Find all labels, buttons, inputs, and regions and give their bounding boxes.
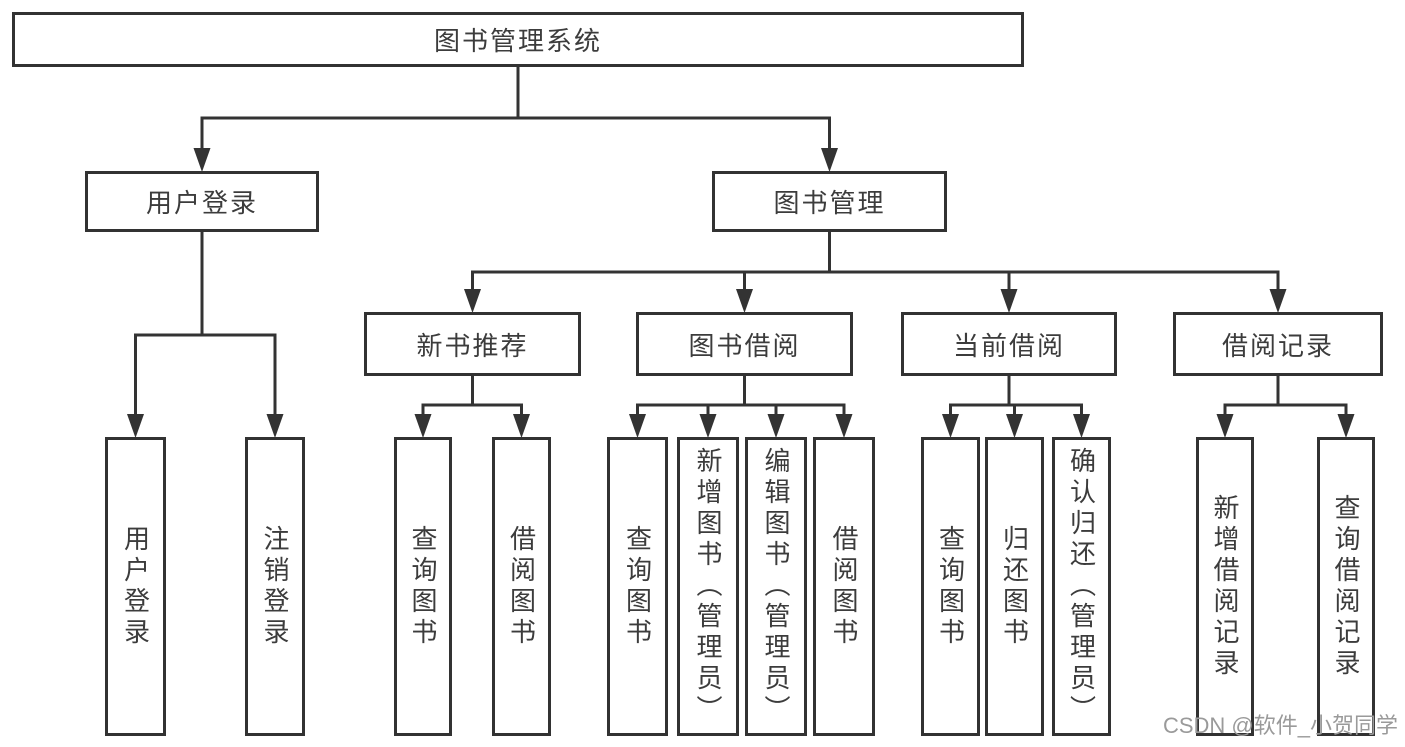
arrow-head xyxy=(629,414,646,438)
arrow-head xyxy=(821,148,838,172)
node-book-borrow-label: 图书借阅 xyxy=(688,330,801,361)
node-user-login-label: 用户登录 xyxy=(145,188,258,218)
node-v-query-borrow-record: 查询借阅记录 xyxy=(1317,437,1375,736)
arrow-head xyxy=(193,148,211,172)
node-v-add-borrow-record: 新增借阅记录 xyxy=(1196,437,1254,736)
arrow-head xyxy=(1216,414,1234,438)
arrow-head xyxy=(835,414,853,438)
node-v-borrow-book-rec-label: 借阅图书 xyxy=(506,524,537,649)
node-v-add-book-label: 新增图书（管理员） xyxy=(693,447,723,726)
node-current-borrow: 当前借阅 xyxy=(901,312,1117,376)
arrow-head xyxy=(1269,289,1287,313)
node-new-book-rec-label: 新书推荐 xyxy=(416,330,529,361)
node-book-mgmt: 图书管理 xyxy=(712,171,947,232)
arrow-head xyxy=(464,289,481,313)
arrow-head xyxy=(1337,414,1355,438)
node-user-login: 用户登录 xyxy=(85,171,319,232)
arrow-head xyxy=(1000,289,1018,313)
node-v-return-book: 归还图书 xyxy=(985,437,1044,736)
node-borrow-records: 借阅记录 xyxy=(1173,312,1383,376)
watermark: CSDN @软件_小贺同学 xyxy=(1162,713,1398,738)
arrow-head xyxy=(266,414,284,438)
node-v-edit-book: 编辑图书（管理员） xyxy=(745,437,807,736)
node-current-borrow-label: 当前借阅 xyxy=(952,330,1065,361)
node-root: 图书管理系统 xyxy=(12,12,1024,67)
node-v-user-login: 用户登录 xyxy=(105,437,166,736)
node-v-return-book-label: 归还图书 xyxy=(999,524,1030,649)
node-v-add-borrow-record-label: 新增借阅记录 xyxy=(1210,493,1240,680)
node-v-query-book-borrow: 查询图书 xyxy=(607,437,668,736)
node-v-user-login-label: 用户登录 xyxy=(120,524,151,649)
arrow-head xyxy=(1006,414,1023,438)
node-borrow-records-label: 借阅记录 xyxy=(1221,330,1334,361)
node-root-label: 图书管理系统 xyxy=(433,26,602,56)
node-new-book-rec: 新书推荐 xyxy=(364,312,581,376)
node-v-query-book-rec: 查询图书 xyxy=(394,437,452,736)
node-book-borrow: 图书借阅 xyxy=(636,312,853,376)
arrow-head xyxy=(767,414,785,438)
node-v-confirm-return: 确认归还（管理员） xyxy=(1052,437,1111,736)
arrow-head xyxy=(414,414,432,438)
arrow-head xyxy=(736,289,753,313)
node-v-borrow-book-rec: 借阅图书 xyxy=(492,437,551,736)
node-v-confirm-return-label: 确认归还（管理员） xyxy=(1066,447,1097,726)
node-book-mgmt-label: 图书管理 xyxy=(773,188,886,218)
arrow-head xyxy=(942,414,959,438)
node-v-borrow-book-2-label: 借阅图书 xyxy=(829,524,859,649)
node-v-logout-label: 注销登录 xyxy=(260,524,290,649)
node-v-add-book: 新增图书（管理员） xyxy=(677,437,739,736)
arrow-head xyxy=(1073,414,1090,438)
arrow-head xyxy=(513,414,530,438)
node-v-edit-book-label: 编辑图书（管理员） xyxy=(761,447,791,726)
node-v-query-book-current: 查询图书 xyxy=(921,437,980,736)
node-v-query-book-current-label: 查询图书 xyxy=(935,524,966,649)
node-v-borrow-book-2: 借阅图书 xyxy=(813,437,875,736)
node-v-logout: 注销登录 xyxy=(245,437,305,736)
node-v-query-book-borrow-label: 查询图书 xyxy=(622,524,653,649)
arrow-head xyxy=(127,414,144,438)
node-v-query-book-rec-label: 查询图书 xyxy=(408,524,438,649)
arrow-head xyxy=(699,414,717,438)
node-v-query-borrow-record-label: 查询借阅记录 xyxy=(1331,493,1361,680)
